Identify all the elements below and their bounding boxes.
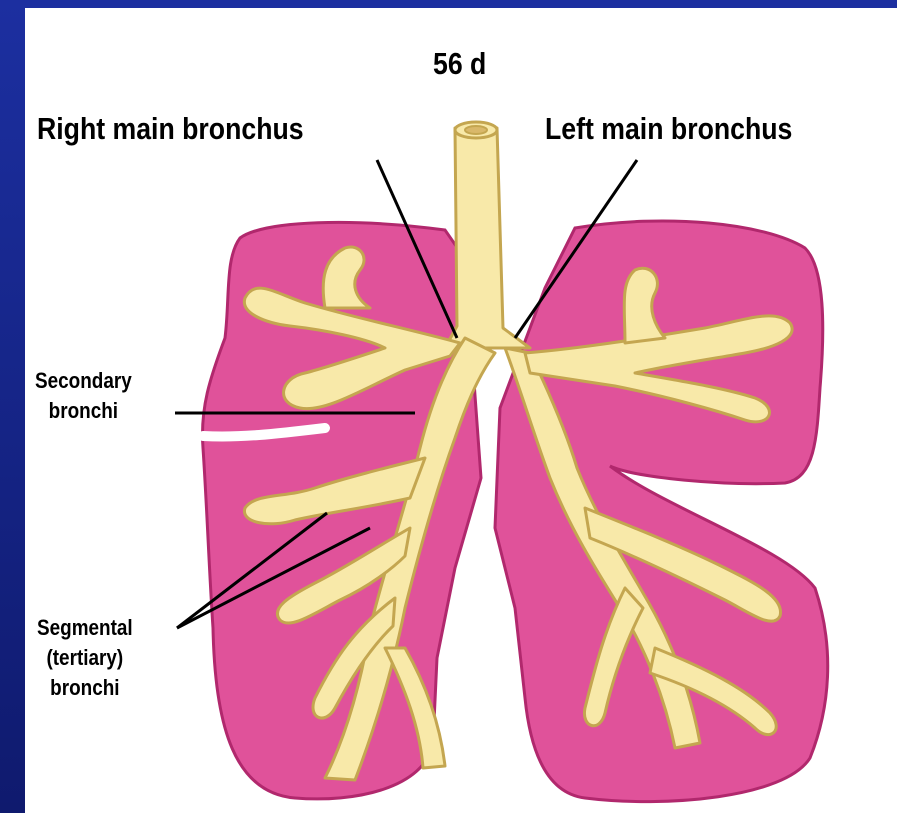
segmental-bronchi-label: Segmental (tertiary) bronchi (37, 613, 133, 703)
segmental-bronchi-line-1: Segmental (37, 613, 133, 643)
secondary-bronchi-line-1: Secondary (35, 366, 132, 396)
secondary-bronchi-line-2: bronchi (35, 396, 132, 426)
stage-label: 56 d (433, 46, 486, 82)
segmental-bronchi-line-3: bronchi (37, 673, 133, 703)
left-lung (495, 221, 828, 802)
segmental-bronchi-line-2: (tertiary) (37, 643, 133, 673)
right-main-bronchus-label: Right main bronchus (37, 111, 304, 147)
diagram-panel: 56 d Right main bronchus Left main bronc… (25, 8, 897, 813)
left-main-bronchus-label: Left main bronchus (545, 111, 792, 147)
trachea (445, 128, 530, 348)
secondary-bronchi-label: Secondary bronchi (35, 366, 132, 426)
